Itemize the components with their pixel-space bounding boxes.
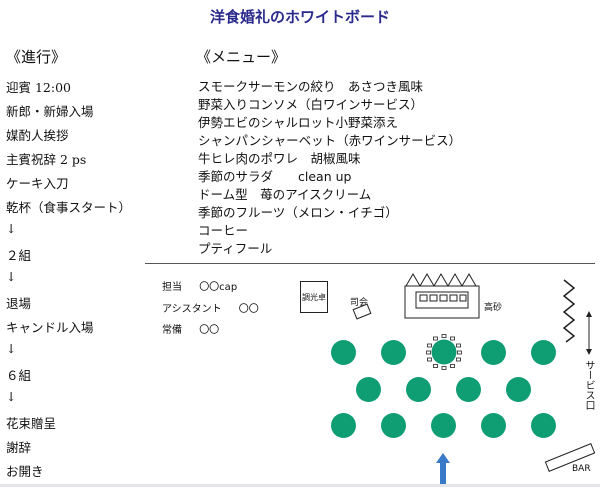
program-item: 迎賓 12:00 — [6, 80, 71, 95]
guest-table — [506, 377, 531, 402]
staff-row: 常備 〇〇 — [162, 321, 219, 336]
guest-table — [331, 340, 356, 365]
program-item: ２組 — [6, 248, 32, 263]
bottom-edge — [0, 484, 600, 487]
door-arrow-icon — [586, 311, 592, 355]
program-item: キャンドル入場 — [6, 320, 94, 335]
program-item: 退場 — [6, 296, 32, 311]
page-title: 洋食婚礼のホワイトボード — [209, 8, 390, 26]
guest-table — [481, 340, 506, 365]
program-arrow: ↓ — [6, 269, 17, 284]
table-chairs-drawing — [426, 334, 462, 370]
staff-row: アシスタント 〇〇 — [162, 300, 259, 315]
guest-table — [531, 413, 556, 438]
guest-table — [531, 340, 556, 365]
menu-item: 季節のサラダ clean up — [198, 169, 352, 184]
staff-name: 〇〇 — [199, 325, 220, 336]
staff-role: 常備 — [162, 325, 182, 336]
program-item: ケーキ入刀 — [6, 176, 69, 191]
guest-table — [381, 340, 406, 365]
guest-table — [356, 377, 381, 402]
program-item: 主賓祝辞 2 ps — [6, 152, 87, 167]
menu-item: 牛ヒレ肉のポワレ 胡椒風味 — [198, 151, 361, 166]
mc-label: 司会 — [350, 298, 369, 308]
guest-table — [456, 377, 481, 402]
service-door-label: サービス口 — [583, 360, 594, 410]
staff-name: 〇〇 — [238, 304, 259, 315]
menu-heading: 《メニュー》 — [196, 48, 287, 66]
program-item: 花束贈呈 — [6, 416, 57, 431]
menu-item: スモークサーモンの絞り あさつき風味 — [198, 79, 424, 94]
program-heading: 《進行》 — [6, 48, 67, 66]
staff-role: 担当 — [162, 282, 182, 293]
program-arrow: ↓ — [6, 341, 17, 356]
menu-item: ドーム型 苺のアイスクリーム — [198, 187, 372, 202]
wall-zigzag-icon — [562, 279, 576, 343]
head-table-drawing — [404, 273, 480, 319]
menu-item: コーヒー — [198, 223, 249, 238]
program-item: お開き — [6, 464, 44, 479]
lighting-desk: 調光卓 — [300, 281, 328, 313]
guest-table — [481, 413, 506, 438]
guest-table — [431, 413, 456, 438]
staff-role: アシスタント — [162, 304, 222, 315]
program-item: 媒酌人挨拶 — [6, 128, 69, 143]
program-arrow: ↓ — [6, 389, 17, 404]
menu-item: シャンパンシャーベット（赤ワインサービス） — [198, 133, 462, 148]
program-item: ６組 — [6, 368, 32, 383]
guest-table — [331, 413, 356, 438]
program-item: 謝辞 — [6, 440, 32, 455]
menu-item: プティフール — [198, 241, 273, 256]
staff-name: 〇〇cap — [199, 282, 238, 293]
program-arrow: ↓ — [6, 221, 17, 236]
entrance-arrow-icon — [436, 453, 450, 485]
head-table — [404, 272, 480, 320]
guest-table-with-chairs — [426, 334, 462, 370]
menu-item: 伊勢エビのシャルロット小野菜添え — [198, 115, 399, 130]
guest-table — [406, 377, 431, 402]
menu-item: 季節のフルーツ（メロン・イチゴ） — [198, 205, 398, 220]
section-divider — [145, 263, 595, 264]
lighting-desk-label: 調光卓 — [302, 292, 326, 302]
head-table-label: 高砂 — [484, 303, 503, 313]
bar-label: BAR — [572, 464, 591, 474]
staff-row: 担当 〇〇cap — [162, 278, 237, 293]
program-item: 乾杯（食事スタート） — [6, 200, 132, 215]
menu-item: 野菜入りコンソメ（白ワインサービス） — [198, 97, 424, 112]
guest-table — [381, 413, 406, 438]
program-item: 新郎・新婦入場 — [6, 104, 94, 119]
